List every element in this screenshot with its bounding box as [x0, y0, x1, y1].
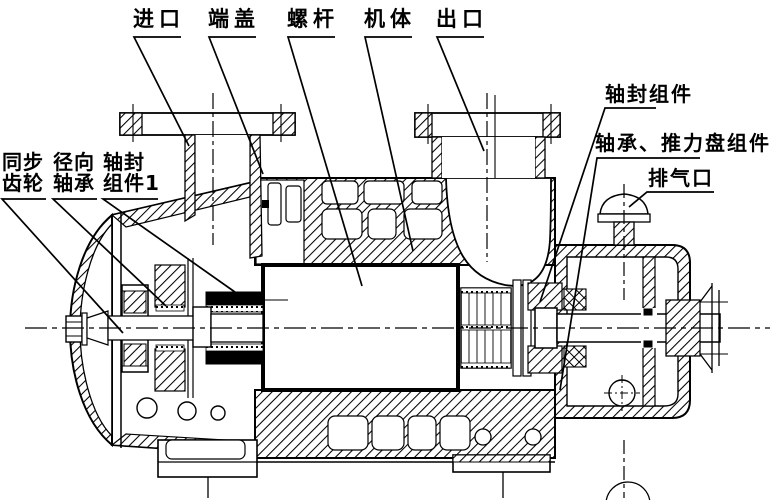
leader-body — [363, 36, 414, 252]
label-inlet: 进口 — [133, 7, 185, 31]
label-shaft-seal-right: 轴封组件 — [605, 82, 693, 106]
mounting-foot-right — [452, 454, 551, 498]
label-radial-bearing-line2: 轴承 — [53, 170, 95, 195]
label-radial-bearing-line1: 径向 — [53, 150, 95, 174]
label-end-cover: 端盖 — [208, 7, 260, 31]
label-body: 机体 — [364, 7, 416, 31]
label-exhaust-port: 排气口 — [648, 166, 714, 190]
radial-bearing — [154, 258, 194, 398]
leader-shaft-seal-right — [539, 107, 656, 303]
label-sync-gear: 同步 齿轮 — [2, 152, 44, 194]
label-sync-gear-line1: 同步 — [2, 150, 44, 174]
label-sync-gear-line2: 齿轮 — [2, 170, 44, 195]
leader-screw — [286, 36, 363, 287]
shaft-seal-left — [205, 291, 264, 365]
right-bearing-housing — [554, 244, 691, 500]
label-radial-bearing: 径向 轴承 — [53, 152, 95, 194]
leader-outlet — [435, 36, 485, 152]
leader-radial-bearing — [50, 198, 167, 307]
leader-end-cover — [207, 36, 264, 175]
label-shaft-seal-left-line1: 轴封 — [103, 150, 145, 174]
leader-sync-gear — [0, 198, 124, 334]
leader-lines — [0, 36, 714, 391]
label-screw: 螺杆 — [287, 7, 339, 31]
main-casing — [254, 177, 590, 463]
leader-exhaust-port — [628, 191, 714, 208]
leader-bearing-thrust — [559, 157, 700, 391]
label-bearing-thrust: 轴承、推力盘组件 — [595, 131, 771, 155]
mounting-foot-left — [157, 439, 258, 498]
label-outlet: 出口 — [436, 7, 488, 31]
label-shaft-seal-left-line2: 组件1 — [103, 170, 160, 195]
leader-inlet — [132, 36, 190, 147]
centerlines — [25, 93, 770, 498]
leader-shaft-seal-left — [100, 198, 243, 298]
label-shaft-seal-left: 轴封 组件1 — [103, 152, 160, 194]
